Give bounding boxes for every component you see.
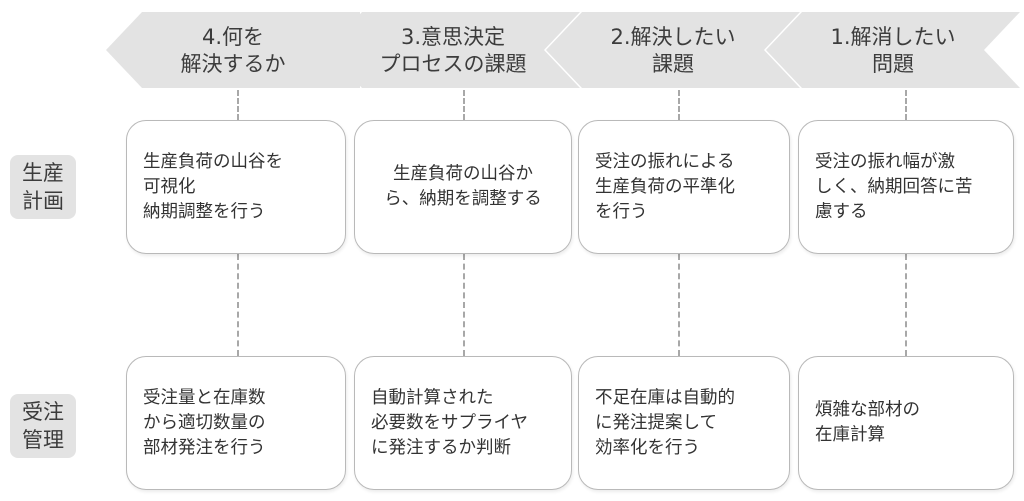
connector-col-4-top [237, 90, 239, 120]
step-3-chevron: 3.意思決定 プロセスの課題 [326, 12, 580, 88]
box-text: 自動計算された 必要数をサプライヤ に発注するか判断 [371, 387, 528, 458]
connector-col-2-top [678, 90, 680, 120]
box-text: 受注の振れ幅が激 しく、納期回答に苦 慮する [815, 151, 973, 222]
box-text: 受注の振れによる 生産負荷の平準化 を行う [595, 151, 735, 222]
step-4-label: 4.何を 解決するか [180, 25, 286, 76]
box-text: 受注量と在庫数 から適切数量の 部材発注を行う [143, 387, 266, 458]
production-planning-box-col-4: 生産負荷の山谷を 可視化 納期調整を行う [126, 120, 346, 254]
row-label-production-planning: 生産 計画 [10, 155, 76, 219]
order-management-box-col-1: 煩雑な部材の 在庫計算 [798, 356, 1014, 490]
connector-col-4-mid [237, 254, 239, 356]
order-management-box-col-4: 受注量と在庫数 から適切数量の 部材発注を行う [126, 356, 346, 490]
connector-col-3-mid [463, 254, 465, 356]
step-2-label: 2.解決したい 課題 [610, 25, 736, 76]
connector-col-2-mid [678, 254, 680, 356]
connector-col-1-top [905, 90, 907, 120]
order-management-box-col-2: 不足在庫は自動的 に発注提案して 効率化を行う [578, 356, 790, 490]
step-1-label: 1.解消したい 問題 [830, 25, 956, 76]
production-planning-box-col-2: 受注の振れによる 生産負荷の平準化 を行う [578, 120, 790, 254]
connector-col-1-mid [905, 254, 907, 356]
box-text: 煩雑な部材の 在庫計算 [815, 400, 920, 445]
step-1-chevron: 1.解消したい 問題 [766, 12, 1020, 88]
order-management-box-col-3: 自動計算された 必要数をサプライヤ に発注するか判断 [354, 356, 572, 490]
box-text: 生産負荷の山谷か ら、納期を調整する [384, 164, 542, 209]
box-text: 生産負荷の山谷を 可視化 納期調整を行う [143, 151, 283, 222]
box-text: 不足在庫は自動的 に発注提案して 効率化を行う [595, 387, 735, 458]
row-label-order-management: 受注 管理 [10, 394, 76, 458]
step-3-label: 3.意思決定 プロセスの課題 [379, 25, 527, 76]
connector-col-3-top [463, 90, 465, 120]
production-planning-box-col-3: 生産負荷の山谷か ら、納期を調整する [354, 120, 572, 254]
step-2-chevron: 2.解決したい 課題 [546, 12, 800, 88]
production-planning-box-col-1: 受注の振れ幅が激 しく、納期回答に苦 慮する [798, 120, 1014, 254]
step-4-chevron: 4.何を 解決するか [106, 12, 360, 88]
